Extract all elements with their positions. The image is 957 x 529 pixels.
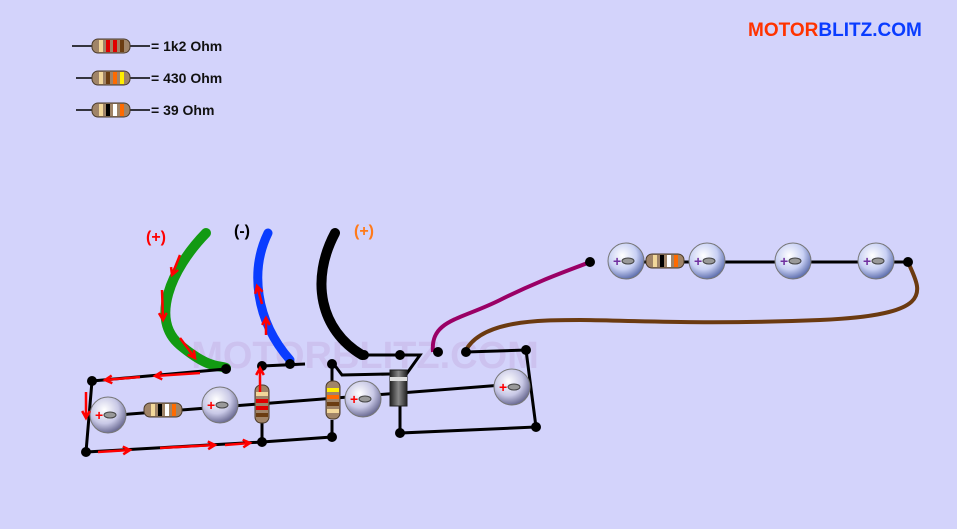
junction-dot bbox=[359, 350, 369, 360]
bulb: + bbox=[774, 242, 812, 280]
resistor-legend: = 1k2 Ohm = 430 Ohm = 39 Ohm bbox=[72, 38, 222, 118]
arrow bbox=[152, 370, 201, 381]
junction-dot bbox=[531, 422, 541, 432]
junction-dot bbox=[461, 347, 471, 357]
legend-resistor bbox=[91, 70, 131, 86]
arrow bbox=[253, 283, 264, 305]
junction-dot bbox=[257, 437, 267, 447]
bulb: + bbox=[201, 386, 239, 424]
svg-text:+: + bbox=[863, 253, 871, 269]
bulb: + bbox=[607, 242, 645, 280]
arrow bbox=[97, 445, 133, 456]
purple-wire bbox=[430, 260, 591, 353]
arrow bbox=[81, 392, 91, 421]
svg-text:+: + bbox=[207, 397, 215, 413]
svg-text:+: + bbox=[95, 407, 103, 423]
legend-resistor bbox=[91, 102, 131, 118]
current-arrows bbox=[81, 254, 271, 456]
junction-dot bbox=[327, 359, 337, 369]
junction-dot bbox=[395, 350, 405, 360]
diode-band bbox=[390, 377, 407, 381]
arrow bbox=[179, 337, 197, 361]
black-wire bbox=[316, 228, 367, 360]
junction-dot bbox=[585, 257, 595, 267]
arrow bbox=[157, 289, 168, 323]
arrow bbox=[255, 365, 265, 392]
bulb: + bbox=[344, 380, 382, 418]
svg-text:+: + bbox=[780, 253, 788, 269]
svg-text:+: + bbox=[350, 391, 358, 407]
junction-dot bbox=[395, 428, 405, 438]
resistor-39-ohm bbox=[143, 402, 183, 418]
junction-dot bbox=[903, 257, 913, 267]
diode bbox=[389, 369, 408, 407]
bulb: + bbox=[857, 242, 895, 280]
green-wire bbox=[160, 228, 231, 373]
junction-dot bbox=[87, 376, 97, 386]
legend-label: = 430 Ohm bbox=[151, 70, 222, 86]
brown-wire bbox=[463, 261, 920, 353]
bulb: + bbox=[688, 242, 726, 280]
bulb: + bbox=[89, 396, 127, 434]
legend-resistor bbox=[91, 38, 131, 54]
bulb: + bbox=[493, 368, 531, 406]
svg-text:+: + bbox=[694, 253, 702, 269]
terminal-label: (-) bbox=[234, 223, 250, 240]
svg-text:+: + bbox=[499, 379, 507, 395]
legend-label: = 1k2 Ohm bbox=[151, 38, 222, 54]
terminal-label: (+) bbox=[146, 229, 166, 246]
junction-dot bbox=[81, 447, 91, 457]
arrow bbox=[159, 440, 218, 451]
junctions bbox=[81, 257, 913, 457]
arrow bbox=[261, 315, 271, 335]
logo: MOTORBLITZ.COM bbox=[748, 20, 922, 41]
junction-dot bbox=[327, 432, 337, 442]
arrow bbox=[169, 254, 182, 278]
terminal-label: (+) bbox=[354, 223, 374, 240]
arrow bbox=[224, 438, 253, 449]
resistor-39-ohm bbox=[645, 253, 685, 269]
junction-dot bbox=[221, 364, 231, 374]
legend-label: = 39 Ohm bbox=[151, 102, 214, 118]
arrow bbox=[102, 374, 141, 385]
svg-text:+: + bbox=[613, 253, 621, 269]
junction-dot bbox=[521, 345, 531, 355]
junction-dot bbox=[433, 347, 443, 357]
junction-dot bbox=[285, 359, 295, 369]
resistor-1k2-ohm bbox=[254, 384, 270, 424]
resistor-430-ohm bbox=[325, 380, 341, 420]
